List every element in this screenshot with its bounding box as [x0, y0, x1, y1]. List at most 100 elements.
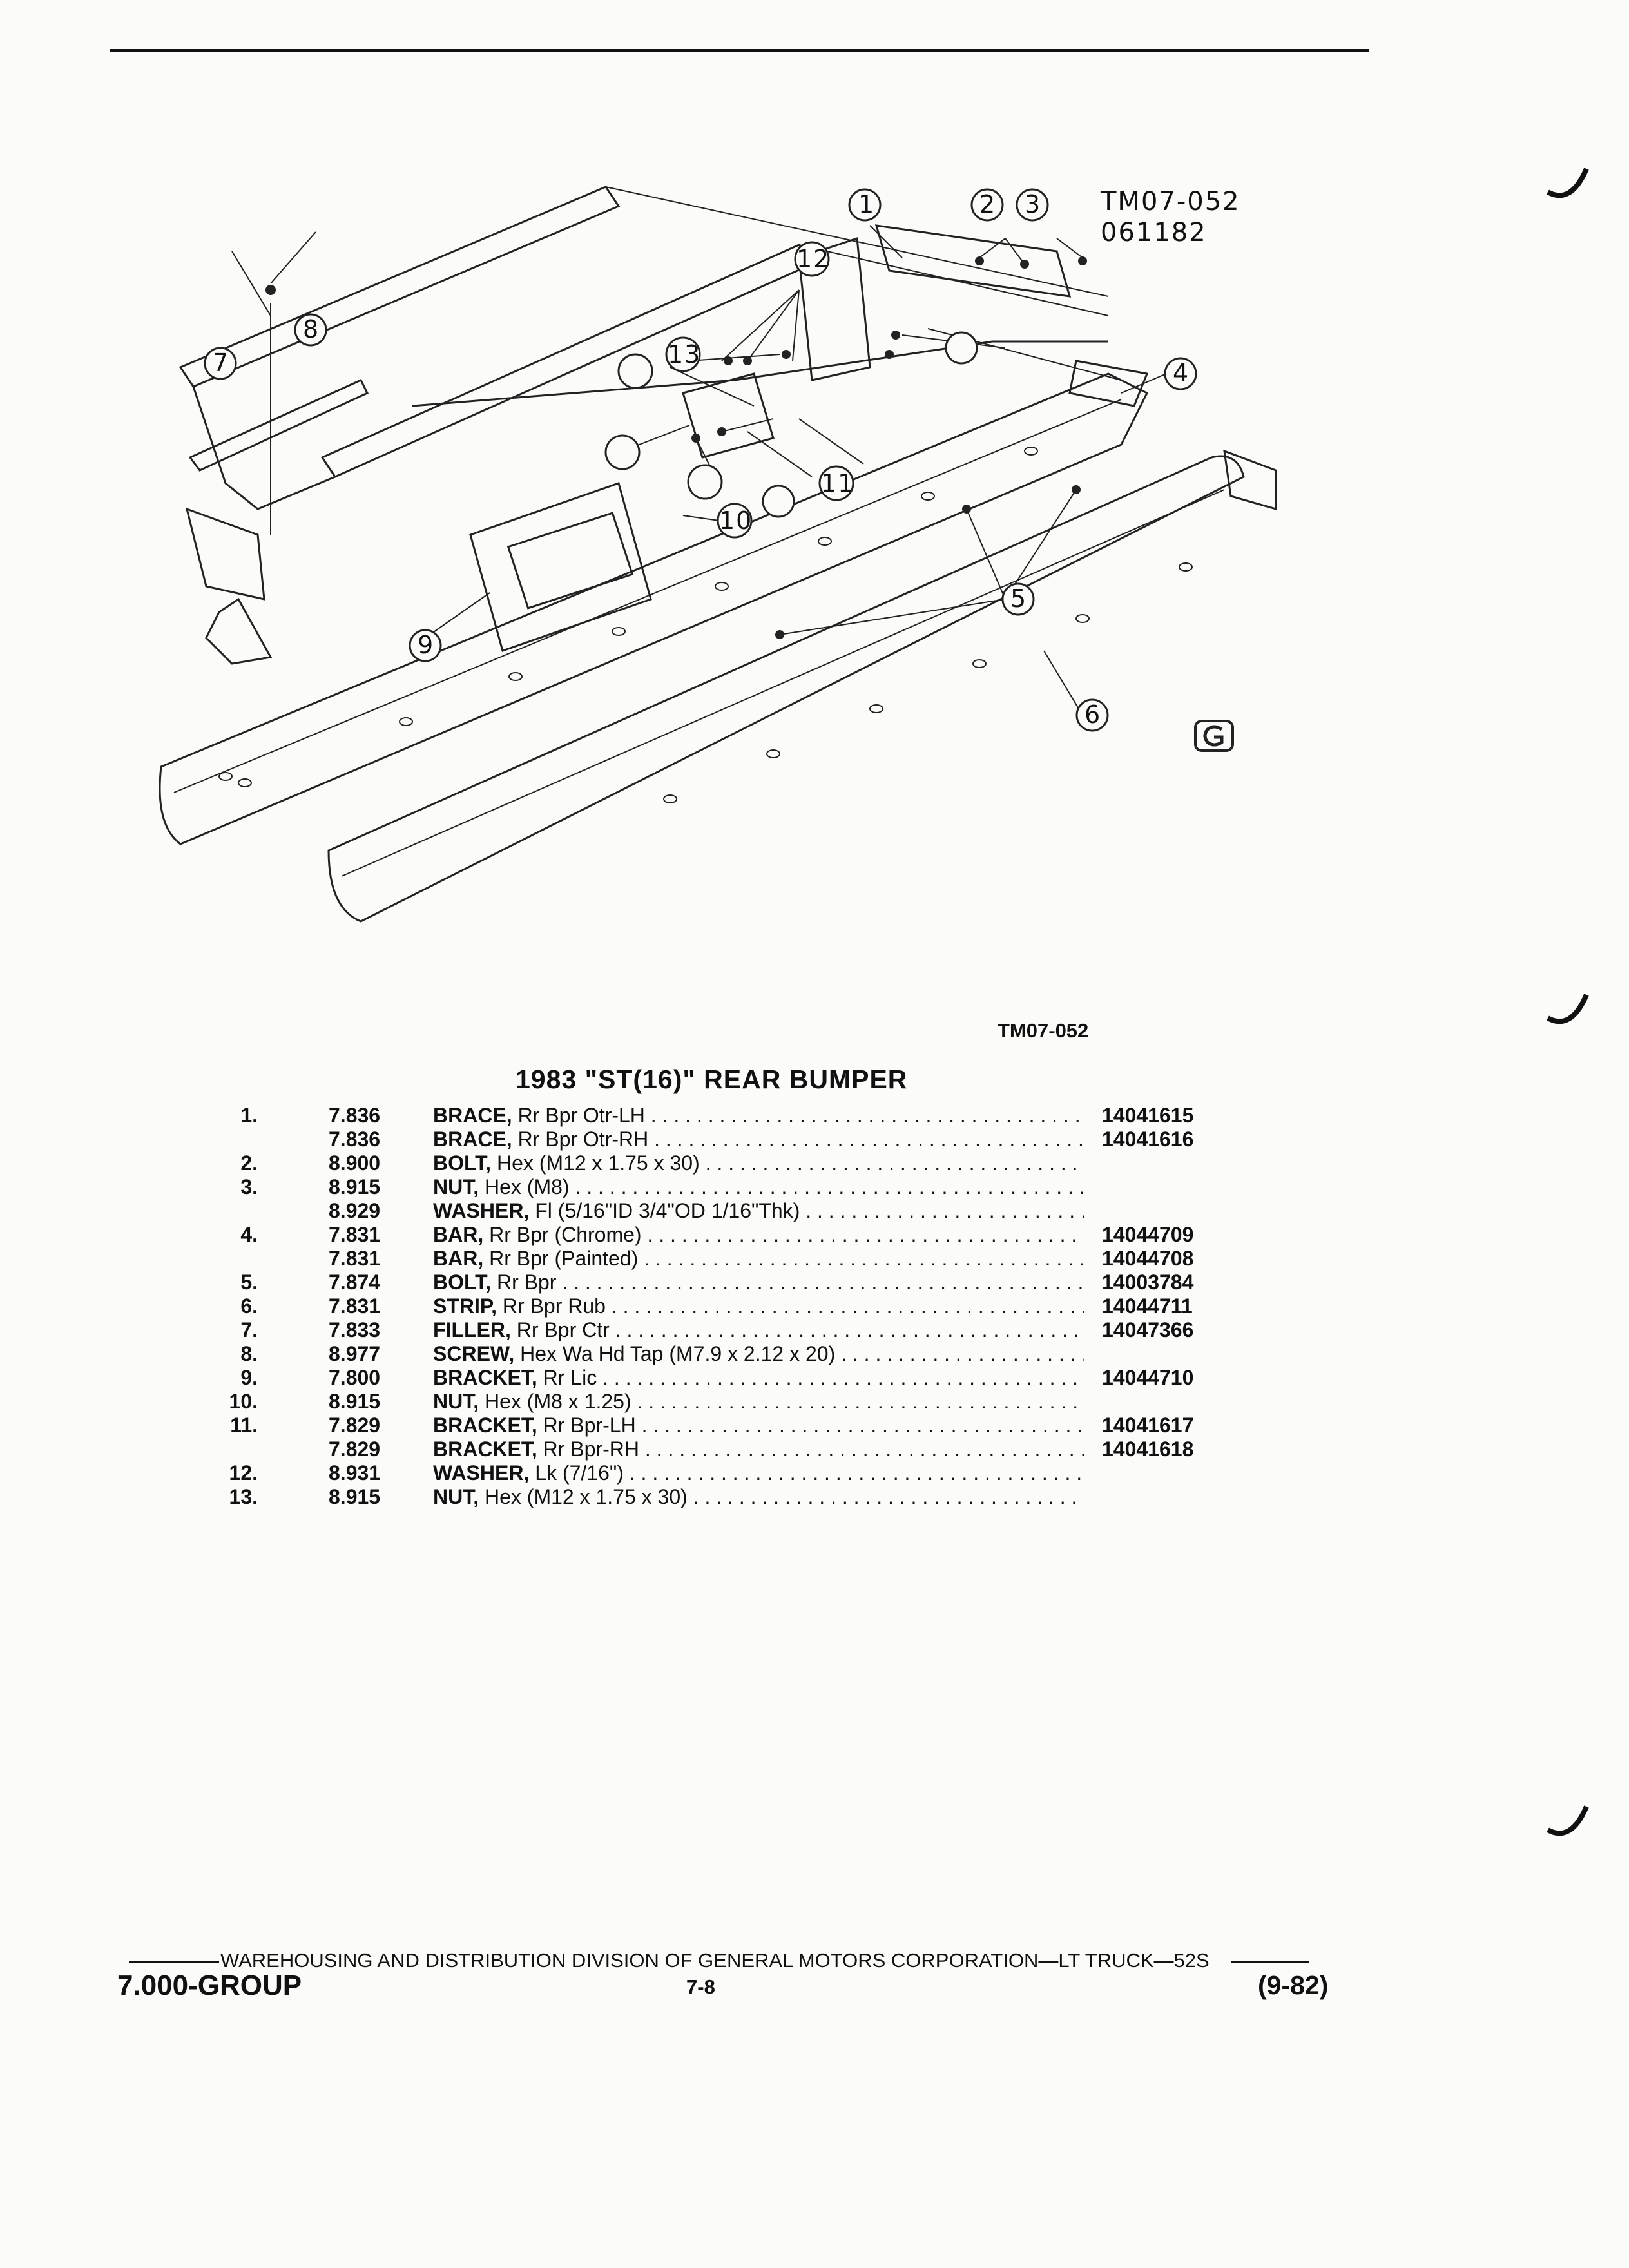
- callout-13b: [604, 434, 641, 470]
- part-number: 14044709: [1102, 1223, 1194, 1246]
- group-number: 8.931: [329, 1461, 381, 1485]
- part-description: BAR, Rr Bpr (Chrome): [433, 1223, 1084, 1247]
- rub-strip-edge: [341, 489, 1225, 877]
- part-description: BRACE, Rr Bpr Otr-LH: [433, 1104, 1084, 1128]
- footer-publisher: WAREHOUSING AND DISTRIBUTION DIVISION OF…: [129, 1949, 1309, 1972]
- group-number: 7.800: [329, 1366, 381, 1389]
- part-spec: Fl (5/16"ID 3/4"OD 1/16"Thk): [535, 1199, 800, 1222]
- part-name: BRACE,: [433, 1128, 512, 1151]
- margin-tick-icon: [1547, 994, 1589, 1024]
- part-name: BRACE,: [433, 1104, 512, 1127]
- part-spec: Rr Bpr: [496, 1271, 557, 1294]
- part-spec: Lk (7/16"): [535, 1461, 624, 1485]
- group-number: 8.915: [329, 1485, 381, 1508]
- part-description: BOLT, Hex (M12 x 1.75 x 30): [433, 1151, 1084, 1175]
- top-rule: [110, 49, 1369, 52]
- callout-13a: [665, 336, 701, 372]
- item-number: 8.: [240, 1342, 258, 1365]
- part-spec: Rr Bpr Otr-LH: [517, 1104, 645, 1127]
- part-description: STRIP, Rr Bpr Rub: [433, 1294, 1084, 1318]
- group-number: 8.977: [329, 1342, 381, 1365]
- part-description: BOLT, Rr Bpr: [433, 1271, 1084, 1294]
- part-description: FILLER, Rr Bpr Ctr: [433, 1318, 1084, 1342]
- bumper-bar: [159, 372, 1149, 845]
- frame-rail-left: [178, 186, 621, 388]
- leader-lines: [231, 225, 1167, 716]
- part-name: WASHER,: [433, 1199, 530, 1222]
- part-spec: Rr Lic: [543, 1366, 597, 1389]
- part-number: 14044711: [1102, 1294, 1193, 1318]
- item-number: 3.: [240, 1175, 258, 1198]
- cross-member: [192, 386, 336, 510]
- figure-caption: TM07-052: [998, 1019, 1089, 1042]
- page-number: 7-8: [686, 1975, 715, 1998]
- part-name: NUT,: [433, 1390, 479, 1413]
- callout-4-label: 4: [1173, 359, 1190, 387]
- callout-5-label: 5: [1010, 584, 1028, 613]
- gm-logo-icon: [1194, 720, 1234, 752]
- part-description: SCREW, Hex Wa Hd Tap (M7.9 x 2.12 x 20): [433, 1342, 1084, 1366]
- part-description: BRACE, Rr Bpr Otr-RH: [433, 1128, 1084, 1151]
- brace-outer: [874, 224, 1072, 298]
- part-row: 8. 8.977 SCREW, Hex Wa Hd Tap (M7.9 x 2.12…: [187, 1342, 1237, 1366]
- bumper-slots: [218, 447, 1193, 803]
- filler-part: [188, 379, 369, 472]
- part-name: BOLT,: [433, 1271, 492, 1294]
- item-number: 4.: [240, 1223, 258, 1246]
- part-number: 14041615: [1102, 1104, 1194, 1127]
- part-spec: Rr Bpr Otr-RH: [517, 1128, 649, 1151]
- figure-code: TM07-052: [1101, 187, 1240, 216]
- part-spec: Rr Bpr (Chrome): [489, 1223, 642, 1246]
- margin-tick-icon: [1547, 168, 1589, 198]
- part-number: 14044708: [1102, 1247, 1194, 1270]
- callout-2b: [945, 331, 978, 365]
- part-description: BRACKET, Rr Bpr-RH: [433, 1437, 1084, 1461]
- item-number: 13.: [229, 1485, 258, 1508]
- exploded-diagram: [155, 148, 1315, 947]
- bumper-bar-edge: [173, 399, 1122, 793]
- callout-9-label: 9: [418, 631, 435, 659]
- part-name: BRACKET,: [433, 1366, 537, 1389]
- callout-5: [1001, 582, 1035, 616]
- group-number: 8.915: [329, 1175, 381, 1198]
- part-spec: Hex (M8 x 1.25): [485, 1390, 631, 1413]
- group-number: 7.874: [329, 1271, 381, 1294]
- part-name: BOLT,: [433, 1151, 492, 1175]
- group-number: 7.831: [329, 1294, 381, 1318]
- part-spec: Rr Bpr Rub: [502, 1294, 606, 1318]
- figure-date-code: 061182: [1101, 218, 1207, 247]
- part-spec: Rr Bpr-RH: [543, 1437, 639, 1461]
- part-number: 14041616: [1102, 1128, 1194, 1151]
- part-description: NUT, Hex (M8 x 1.25): [433, 1390, 1084, 1414]
- callout-12c: [687, 464, 723, 500]
- part-name: WASHER,: [433, 1461, 530, 1485]
- part-number: 14003784: [1102, 1271, 1194, 1294]
- part-spec: Hex Wa Hd Tap (M7.9 x 2.12 x 20): [520, 1342, 836, 1365]
- part-description: BAR, Rr Bpr (Painted): [433, 1247, 1084, 1271]
- part-name: BAR,: [433, 1247, 484, 1270]
- frame-crossbar: [412, 340, 1108, 407]
- callout-12b: [617, 353, 653, 389]
- callout-6: [1075, 698, 1109, 732]
- margin-tick-icon: [1547, 1805, 1589, 1836]
- item-number: 9.: [240, 1366, 258, 1389]
- part-number: 14041618: [1102, 1437, 1194, 1461]
- item-number: 1.: [240, 1104, 258, 1127]
- part-number: 14044710: [1102, 1366, 1194, 1389]
- part-spec: Rr Bpr Ctr: [516, 1318, 610, 1341]
- group-number: 8.900: [329, 1151, 381, 1175]
- callout-2a: [970, 188, 1004, 222]
- part-name: BRACKET,: [433, 1437, 537, 1461]
- callout-6-label: 6: [1084, 700, 1102, 729]
- frame-end-left: [185, 507, 265, 601]
